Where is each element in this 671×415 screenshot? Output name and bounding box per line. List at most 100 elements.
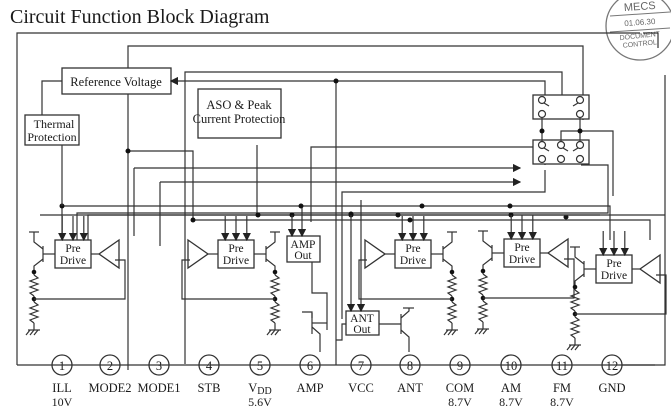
pin-voltage: 8.7V [550,395,574,409]
pin-name: ILL [52,381,71,395]
ground-icon [266,329,281,336]
resistor-divider [477,268,489,329]
ant-transistor [379,307,414,352]
top-wiring [59,45,651,370]
pin-name: AM [501,381,521,395]
pin-name: GND [598,381,625,395]
stamp-line-4: CONTROL [622,39,657,50]
transistor-icon [431,231,457,272]
op-amp-icon [364,238,395,270]
op-amp-icon [540,237,569,269]
pin-number: 1 [59,359,65,373]
ground-icon [25,329,40,336]
resistor-divider [569,284,581,345]
pin-number: 8 [407,359,413,373]
pre-drive-label-2: Drive [223,255,249,267]
pre-drive-label-1: Pre [606,258,621,270]
pin-number: 7 [358,359,364,373]
pin-number: 5 [257,359,263,373]
ground-icon [566,344,581,351]
stamp-line-1: MECS [624,0,657,14]
resistor-divider [28,269,40,330]
pin-name: STB [198,381,221,395]
op-amp-icon [187,238,218,270]
thermal-label-2: Protection [27,130,76,144]
pin-name-main: GND [598,381,625,395]
pin-name-main: FM [553,381,571,395]
op-amp-icon [91,238,120,270]
pre-drive-label-2: Drive [400,255,426,267]
pin-name: FM [553,381,571,395]
transistor-icon [478,230,504,271]
pre-drive-label-2: Drive [601,270,627,282]
pin-name: VDD [248,381,271,397]
document-control-stamp: MECS 01.06.30 DOCUMENT CONTROL [605,0,671,61]
ground-icon [474,328,489,335]
pin-number: 3 [156,359,162,373]
resistor-divider [446,269,458,330]
pin-name-subscript: DD [257,386,271,397]
stamp-line-3: DOCUMENT [619,31,661,42]
reference-voltage-label: Reference Voltage [70,75,162,89]
amp-out-label-1: AMP [291,239,316,251]
pin-number: 4 [206,359,213,373]
mode-switch-upper [532,94,590,120]
pin-name-main: MODE1 [137,381,180,395]
pin-name-main: V [248,381,257,395]
pin-voltage: 8.7V [448,395,472,409]
amp-out-block: AMP Out [286,235,321,263]
pin-name-main: VCC [348,381,374,395]
transistor-icon [254,231,280,272]
aso-label-2: Current Protection [193,112,286,126]
thermal-protection-block: Thermal Protection [24,114,80,146]
amp-out-label-2: Out [294,250,312,262]
pin-name-main: ILL [52,381,71,395]
ant-out-label-1: ANT [350,313,374,325]
pin-number: 2 [107,359,113,373]
reference-voltage-block: Reference Voltage [61,67,172,95]
pin-name-main: ANT [397,381,423,395]
pre-drive-label-1: Pre [405,243,420,255]
pin-number: 11 [556,359,568,373]
resistor-divider [269,269,281,330]
pin-name-main: AM [501,381,521,395]
pin-number: 12 [606,359,619,373]
transistor-icon [29,231,55,272]
pin-number: 9 [457,359,463,373]
pin-name: MODE2 [88,381,131,395]
pre-drive-label-1: Pre [514,242,529,254]
pin-voltage: 5.6V [248,395,272,409]
amp-transistor [302,311,327,352]
pin-number: 10 [505,359,518,373]
ant-out-label-2: Out [353,324,371,336]
pre-drive-label-1: Pre [228,243,243,255]
diagram-title: Circuit Function Block Diagram [10,6,270,28]
pin-name-main: MODE2 [88,381,131,395]
pin-number: 6 [307,359,313,373]
pin-name-main: COM [446,381,474,395]
pin-name: ANT [397,381,423,395]
stamp-date: 01.06.30 [624,17,656,28]
pin-voltage: 8.7V [499,395,523,409]
ant-out-block: ANT Out [345,310,380,336]
